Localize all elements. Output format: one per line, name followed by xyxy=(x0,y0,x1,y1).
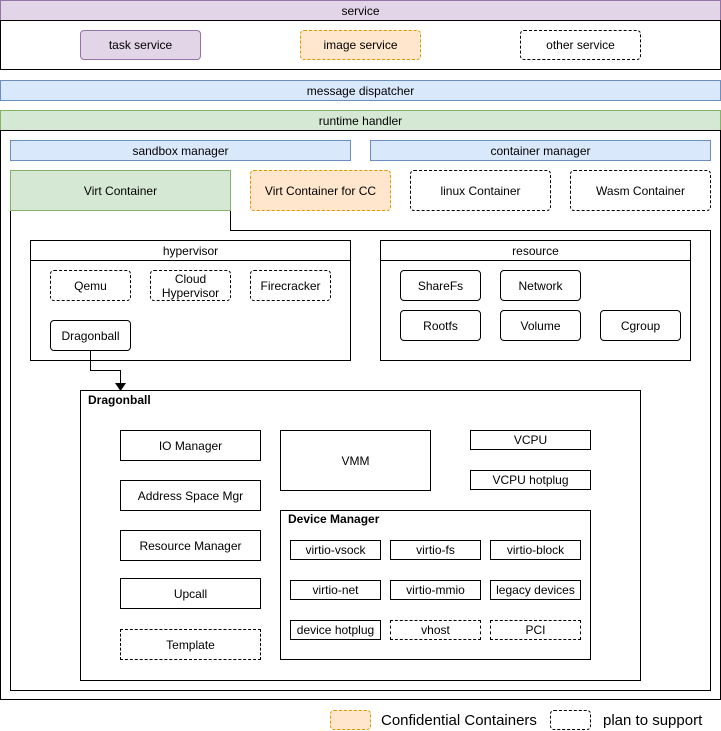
sandbox-manager: sandbox manager xyxy=(10,140,351,161)
dragonball-hypervisor-box: Dragonball xyxy=(50,320,131,351)
virt-container-cc: Virt Container for CC xyxy=(250,170,391,211)
legend-confidential-swatch xyxy=(330,710,371,730)
device-manager-title: Device Manager xyxy=(288,512,380,526)
firecracker-box: Firecracker xyxy=(250,270,331,301)
hypervisor-panel: hypervisor xyxy=(30,240,351,361)
qemu-box: Qemu xyxy=(50,270,131,301)
cloud-hypervisor-box: Cloud Hypervisor xyxy=(150,270,231,301)
legend-confidential-label: Confidential Containers xyxy=(381,712,537,729)
virtio-fs-box: virtio-fs xyxy=(390,540,481,560)
resource-panel: resource xyxy=(380,240,691,361)
network-box: Network xyxy=(500,270,581,301)
wasm-container: Wasm Container xyxy=(570,170,711,211)
cgroup-box: Cgroup xyxy=(600,310,681,341)
legacy-devices-box: legacy devices xyxy=(490,580,581,600)
other-service-box: other service xyxy=(520,30,641,60)
hypervisor-title: hypervisor xyxy=(31,241,350,261)
device-manager-panel xyxy=(280,510,591,660)
runtime-handler-header: runtime handler xyxy=(0,110,721,131)
vmm-box: VMM xyxy=(280,430,431,491)
message-dispatcher: message dispatcher xyxy=(0,80,721,101)
address-space-mgr-box: Address Space Mgr xyxy=(120,480,261,511)
dragonball-title: Dragonball xyxy=(88,393,151,407)
resource-title: resource xyxy=(381,241,690,261)
virtio-block-box: virtio-block xyxy=(490,540,581,560)
rootfs-box: Rootfs xyxy=(400,310,481,341)
legend-plan-label: plan to support xyxy=(603,712,703,729)
legend-plan-swatch xyxy=(550,710,591,730)
vcpu-hotplug-box: VCPU hotplug xyxy=(470,470,591,490)
vcpu-box: VCPU xyxy=(470,430,591,450)
virtio-mmio-box: virtio-mmio xyxy=(390,580,481,600)
dragonball-panel xyxy=(80,390,641,681)
io-manager-box: IO Manager xyxy=(120,430,261,461)
upcall-box: Upcall xyxy=(120,578,261,609)
virtio-vsock-box: virtio-vsock xyxy=(290,540,381,560)
container-manager: container manager xyxy=(370,140,711,161)
resource-manager-box: Resource Manager xyxy=(120,530,261,561)
image-service-box: image service xyxy=(300,30,421,60)
sharefs-box: ShareFs xyxy=(400,270,481,301)
virtio-net-box: virtio-net xyxy=(290,580,381,600)
volume-box: Volume xyxy=(500,310,581,341)
vhost-box: vhost xyxy=(390,620,481,640)
linux-container: linux Container xyxy=(410,170,551,211)
template-box: Template xyxy=(120,629,261,660)
device-hotplug-box: device hotplug xyxy=(290,620,381,640)
virt-container-tab: Virt Container xyxy=(10,170,231,211)
pci-box: PCI xyxy=(490,620,581,640)
task-service-box: task service xyxy=(80,30,201,60)
